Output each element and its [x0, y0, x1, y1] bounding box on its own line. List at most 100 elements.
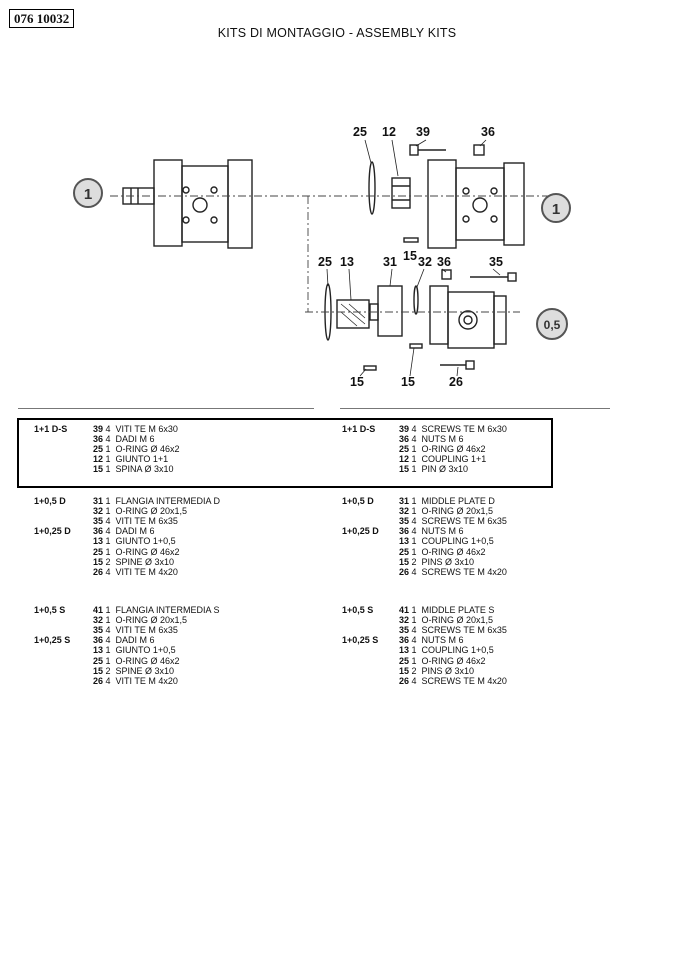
coupling-upper [391, 177, 411, 209]
item-quantity: 4 [411, 424, 417, 434]
item-ref-number: 36 [398, 635, 409, 646]
item-description: COUPLING 1+0,5 [419, 645, 494, 656]
page-title: KITS DI MONTAGGIO - ASSEMBLY KITS [217, 26, 457, 40]
item-ref-number: 13 [398, 536, 409, 547]
item-ref-number: 12 [92, 454, 103, 465]
item-description: NUTS M 6 [419, 635, 464, 646]
item-quantity: 1 [105, 615, 111, 626]
item-ref-number: 26 [92, 675, 103, 686]
kit-label: 1+1 D-S [34, 424, 68, 434]
item-quantity: 4 [411, 635, 417, 646]
item-quantity: 1 [105, 536, 111, 547]
item-description: GIUNTO 1+1 [113, 454, 169, 465]
item-quantity: 4 [105, 625, 111, 636]
item-quantity: 4 [105, 424, 111, 434]
item-ref-number: 26 [92, 566, 103, 577]
item-quantity: 1 [105, 605, 111, 615]
kit-label: 1+0,5 D [34, 496, 66, 506]
callout-25-upper: 25 [353, 125, 367, 139]
item-quantity: 1 [411, 496, 417, 506]
item-description: O-RING Ø 20x1,5 [113, 615, 188, 626]
item-ref-number: 32 [398, 615, 409, 626]
item-ref-number: 26 [398, 675, 409, 686]
screw-26 [440, 360, 475, 370]
item-description: NUTS M 6 [419, 526, 464, 537]
item-description: COUPLING 1+1 [419, 454, 487, 465]
item-quantity: 2 [105, 665, 111, 676]
item-ref-number: 13 [398, 645, 409, 656]
divider-left [18, 408, 314, 409]
item-description: COUPLING 1+0,5 [419, 536, 494, 547]
callout-35-mid: 35 [489, 255, 503, 269]
item-ref-number: 25 [92, 655, 103, 666]
item-quantity: 1 [411, 506, 417, 517]
item-quantity: 2 [411, 665, 417, 676]
item-ref-number: 36 [92, 526, 103, 537]
nut-upper [473, 144, 485, 156]
item-quantity: 4 [105, 675, 111, 686]
item-description: PINS Ø 3x10 [419, 665, 475, 676]
item-ref-number: 12 [398, 454, 409, 465]
right-pump-body [427, 159, 525, 249]
item-quantity: 1 [411, 454, 417, 465]
item-ref-number: 15 [92, 556, 103, 567]
item-description: O-RING Ø 46x2 [419, 546, 486, 557]
kit-label: 1+0,5 S [34, 605, 66, 615]
screw-35 [470, 272, 517, 282]
item-description: VITI TE M 6x35 [113, 516, 178, 527]
item-description: DADI M 6 [113, 635, 155, 646]
item-quantity: 1 [411, 546, 417, 557]
item-quantity: 1 [411, 615, 417, 626]
item-quantity: 1 [105, 454, 111, 465]
marker-right-1-icon: 1 [541, 193, 571, 223]
o-ring-small [413, 285, 419, 315]
item-description: DADI M 6 [113, 434, 155, 445]
item-ref-number: 32 [92, 506, 103, 517]
item-quantity: 4 [411, 526, 417, 537]
item-description: SPINE Ø 3x10 [113, 556, 175, 567]
item-quantity: 1 [105, 645, 111, 656]
item-description: O-RING Ø 46x2 [419, 444, 486, 455]
item-quantity: 1 [411, 645, 417, 656]
item-quantity: 4 [411, 625, 417, 636]
kit-label: 1+1 D-S [342, 424, 376, 434]
item-quantity: 4 [105, 434, 111, 445]
item-ref-number: 39 [92, 424, 103, 434]
item-quantity: 4 [105, 516, 111, 527]
item-quantity: 2 [105, 556, 111, 567]
item-description: VITI TE M 6x30 [113, 424, 178, 434]
item-ref-number: 15 [92, 464, 103, 475]
half-pump-body [429, 285, 507, 349]
svg-text:1: 1 [552, 201, 560, 218]
item-quantity: 1 [105, 444, 111, 455]
item-ref-number: 35 [92, 516, 103, 527]
item-quantity: 1 [105, 546, 111, 557]
item-quantity: 4 [105, 635, 111, 646]
kit-label: 1+0,5 D [342, 496, 374, 506]
nut-lower [441, 269, 452, 280]
item-description: O-RING Ø 20x1,5 [419, 506, 494, 517]
callout-13-mid: 13 [340, 255, 354, 269]
item-ref-number: 25 [398, 444, 409, 455]
